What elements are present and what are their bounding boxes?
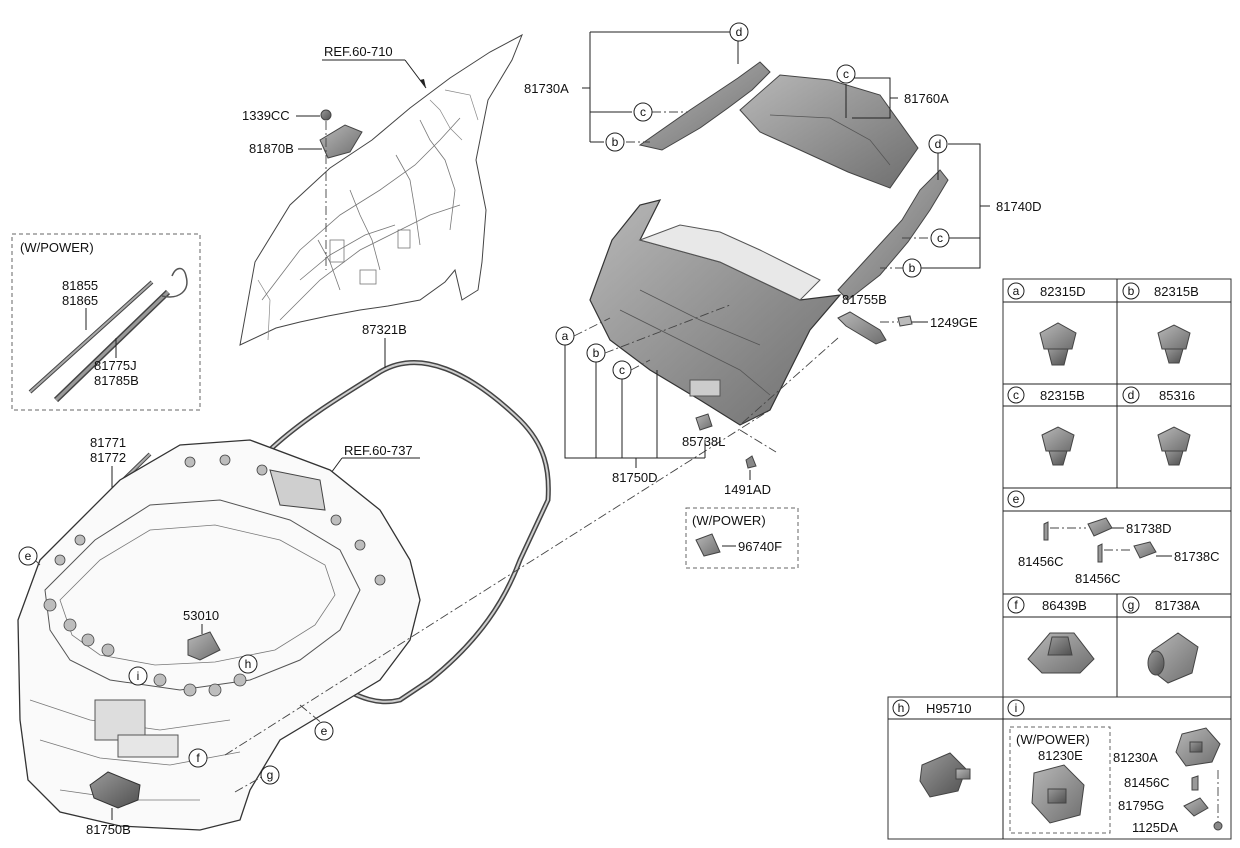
w-power-label-1: (W/POWER) <box>20 240 94 255</box>
table-d-part: 85316 <box>1159 388 1195 403</box>
sensor-h95710 <box>919 752 971 798</box>
label-81750d: 81750D <box>612 470 658 485</box>
label-87321b: 87321B <box>362 322 407 337</box>
svg-text:e: e <box>321 724 328 738</box>
label-81771: 81771 <box>90 435 126 450</box>
latch-81230a <box>1175 727 1221 767</box>
w-power-label-3: (W/POWER) <box>1016 732 1090 747</box>
table-c-part: 82315B <box>1040 388 1085 403</box>
power-strut <box>28 267 188 403</box>
label-1491ad: 1491AD <box>724 482 771 497</box>
table-i-81230e: 81230E <box>1038 748 1083 763</box>
parts-table-hi: h H95710 i (W/POWER) 81230E 81230A 81456… <box>887 696 1232 840</box>
label-81785b: 81785B <box>94 373 139 388</box>
ref-60-710: REF.60-710 <box>324 44 393 59</box>
trim-81730a <box>638 61 771 151</box>
w-power-box-96740f <box>685 507 799 569</box>
table-e-81738c: 81738C <box>1174 549 1220 564</box>
svg-text:c: c <box>640 105 646 119</box>
svg-text:c: c <box>619 363 625 377</box>
label-81730a: 81730A <box>524 81 569 96</box>
table-g-part: 81738A <box>1155 598 1200 613</box>
bumper-81738a <box>1147 632 1199 684</box>
svg-text:i: i <box>137 669 140 683</box>
svg-text:e: e <box>1013 492 1020 506</box>
clip-82315d <box>1039 322 1077 366</box>
label-81750b: 81750B <box>86 822 131 837</box>
table-i-81795g: 81795G <box>1118 798 1164 813</box>
table-i-81456c: 81456C <box>1124 775 1170 790</box>
table-e-81456c-1: 81456C <box>1018 554 1064 569</box>
svg-text:b: b <box>1128 284 1135 298</box>
label-1249ge: 1249GE <box>930 315 978 330</box>
svg-text:a: a <box>562 329 569 343</box>
part-81750b-handle <box>89 771 141 809</box>
clip-85316 <box>1157 426 1191 466</box>
svg-text:c: c <box>1013 388 1019 402</box>
e-screws <box>1043 517 1172 563</box>
svg-text:a: a <box>1013 284 1020 298</box>
table-a-part: 82315D <box>1040 284 1086 299</box>
svg-text:g: g <box>1128 598 1135 612</box>
w-power-label-2: (W/POWER) <box>692 513 766 528</box>
svg-text:d: d <box>736 25 743 39</box>
svg-text:d: d <box>935 137 942 151</box>
label-81865: 81865 <box>62 293 98 308</box>
label-81760a: 81760A <box>904 91 949 106</box>
w-power-box-actuator <box>1009 726 1111 834</box>
part-81755b <box>837 311 887 345</box>
svg-text:i: i <box>1015 701 1018 715</box>
table-h-part: H95710 <box>926 701 972 716</box>
svg-text:c: c <box>843 67 849 81</box>
svg-text:d: d <box>1128 388 1135 402</box>
clip-82315b-b <box>1157 324 1191 364</box>
label-81772: 81772 <box>90 450 126 465</box>
svg-text:c: c <box>937 231 943 245</box>
table-b-part: 82315B <box>1154 284 1199 299</box>
ref-60-737: REF.60-737 <box>344 443 413 458</box>
svg-text:b: b <box>909 261 916 275</box>
svg-text:b: b <box>612 135 619 149</box>
label-85738l: 85738L <box>682 434 725 449</box>
actuator-81230e <box>1031 764 1085 824</box>
part-53010 <box>187 631 221 661</box>
part-81870b-module <box>319 109 363 270</box>
label-81775j: 81775J <box>94 358 137 373</box>
svg-text:b: b <box>593 346 600 360</box>
label-53010: 53010 <box>183 608 219 623</box>
table-e-81456c-2: 81456C <box>1075 571 1121 586</box>
svg-text:e: e <box>25 549 32 563</box>
label-96740f: 96740F <box>738 539 782 554</box>
label-81870b: 81870B <box>249 141 294 156</box>
svg-text:g: g <box>267 768 274 782</box>
svg-text:f: f <box>1014 598 1018 612</box>
callouts-left: e e i h f g <box>18 546 334 785</box>
table-f-part: 86439B <box>1042 598 1087 613</box>
table-e-81738d: 81738D <box>1126 521 1172 536</box>
trim-81740d <box>837 169 949 301</box>
label-81740d: 81740D <box>996 199 1042 214</box>
label-81755b: 81755B <box>842 292 887 307</box>
svg-text:h: h <box>898 701 905 715</box>
table-i-1125da: 1125DA <box>1132 820 1178 835</box>
svg-text:f: f <box>196 751 200 765</box>
trim-81760a <box>739 74 919 189</box>
clip-82315b-c <box>1041 426 1075 466</box>
body-frame <box>239 33 523 346</box>
label-1339cc: 1339CC <box>242 108 290 123</box>
grommet-86439b <box>1027 632 1095 674</box>
tailgate-panel <box>17 439 421 831</box>
label-81855: 81855 <box>62 278 98 293</box>
svg-text:h: h <box>245 657 252 671</box>
w-power-strut-box <box>11 233 201 411</box>
parts-table: a 82315D b 82315B c 82315B d 85316 e <box>1002 278 1232 698</box>
table-i-81230a: 81230A <box>1113 750 1158 765</box>
trim-81750d <box>589 199 842 426</box>
